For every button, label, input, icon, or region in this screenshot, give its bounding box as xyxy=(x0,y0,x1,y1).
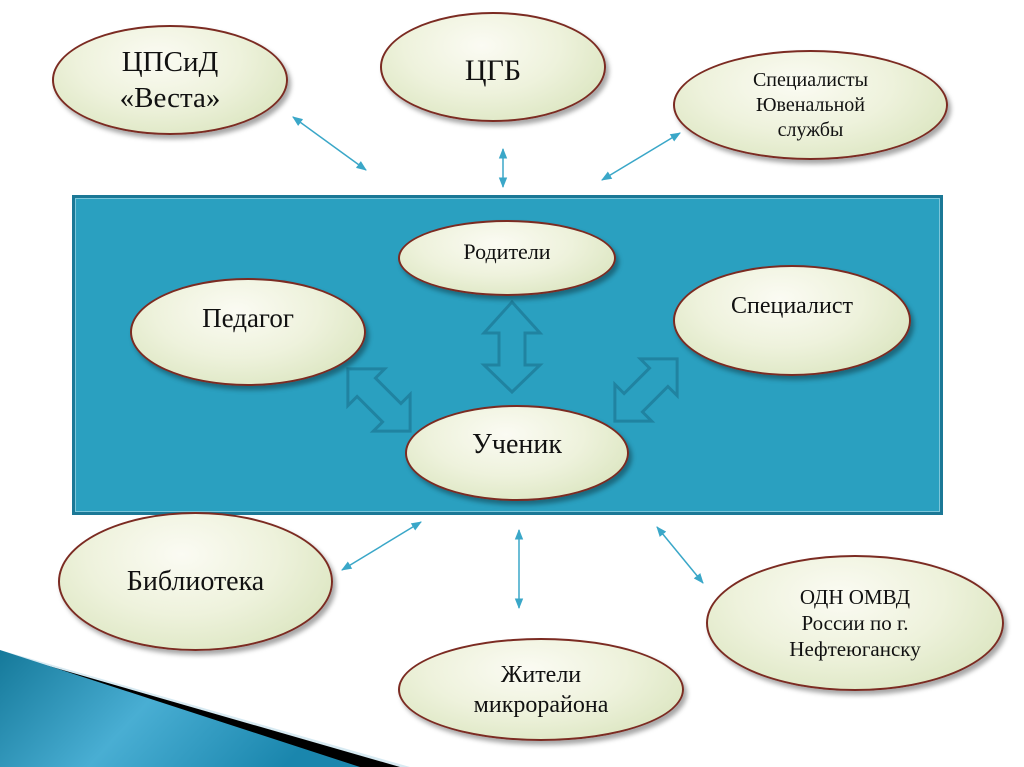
double-arrow-teacher-student xyxy=(346,367,412,433)
node-label: ОДН ОМВД xyxy=(799,584,911,609)
double-arrow-parents-student xyxy=(480,299,544,395)
arrow-library xyxy=(341,521,422,571)
arrow-police xyxy=(656,526,704,584)
node-label: ЦПСиД xyxy=(121,45,219,78)
node-label: России по г. xyxy=(801,610,909,635)
arrow-vesta xyxy=(292,116,367,171)
node-label: Специалист xyxy=(730,293,853,319)
node-label: Ювенальной xyxy=(755,93,866,116)
node-label: Специалисты xyxy=(752,68,869,91)
node-library: Библиотека xyxy=(58,512,333,651)
node-label: Ученик xyxy=(472,429,562,460)
node-residents: Жители микрорайона xyxy=(398,638,684,741)
node-label: Нефтеюганску xyxy=(789,637,921,662)
node-label: Библиотека xyxy=(126,566,265,597)
node-label: Родители xyxy=(463,239,551,264)
double-arrow-specialist-student xyxy=(613,357,679,423)
node-cgb: ЦГБ xyxy=(380,12,606,122)
node-parents: Родители xyxy=(398,220,616,296)
arrow-juvenile xyxy=(601,132,681,181)
node-specialist: Специалист xyxy=(673,265,911,376)
node-label: ЦГБ xyxy=(464,54,522,87)
corner-swoosh-blue xyxy=(0,650,360,767)
node-teacher: Педагог xyxy=(130,278,366,386)
node-label: микрорайона xyxy=(473,691,609,718)
node-vesta: ЦПСиД «Веста» xyxy=(52,25,288,135)
node-label: Педагог xyxy=(202,303,294,333)
node-label: Жители xyxy=(500,661,582,688)
node-label: службы xyxy=(777,118,844,141)
node-label: «Веста» xyxy=(119,82,221,114)
node-student: Ученик xyxy=(405,405,629,501)
